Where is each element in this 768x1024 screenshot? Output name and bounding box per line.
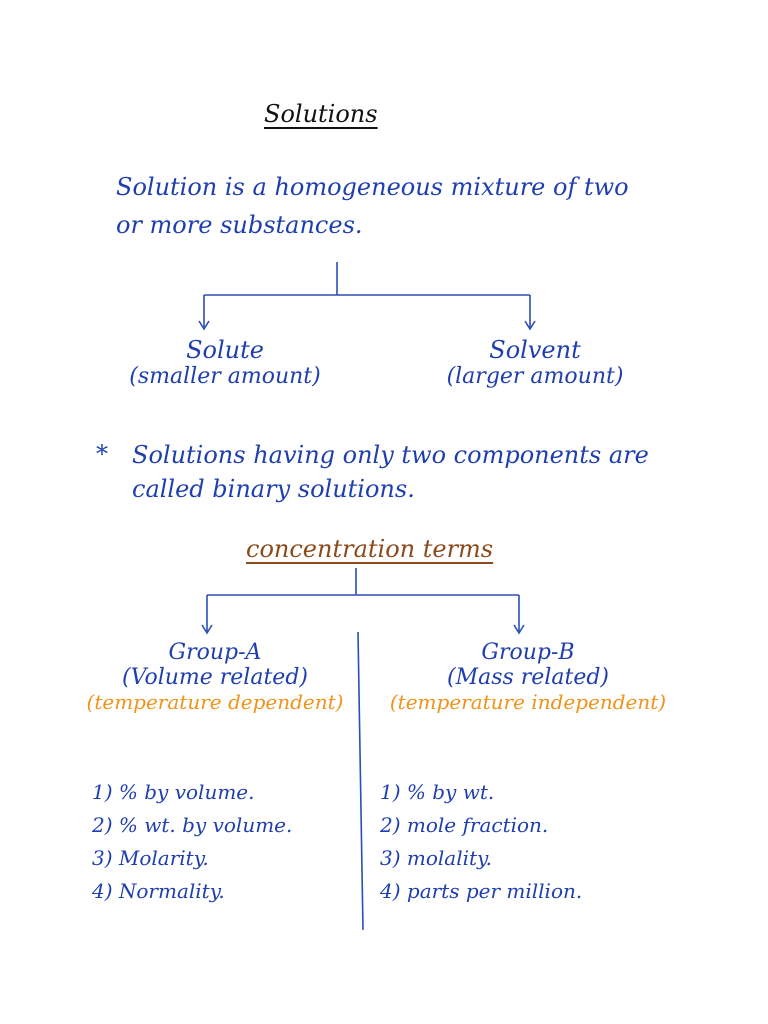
group-a-item: 1) % by volume. [92, 780, 255, 804]
group-b-temperature: (temperature independent) [389, 690, 667, 714]
group-b-item: 3) molality. [380, 846, 493, 870]
definition-line-1: Solution is a homogeneous mixture of two [116, 173, 629, 201]
definition-line-2: or more substances. [116, 211, 363, 239]
group-b-type: (Mass related) [446, 665, 609, 690]
group-divider [357, 631, 364, 931]
group-b-header: Group-B (Mass related) (temperature inde… [378, 640, 678, 714]
group-b-label: Group-B [481, 640, 575, 665]
group-a-type: (Volume related) [122, 665, 308, 690]
binary-note: Solutions having only two components are… [132, 438, 649, 506]
page-title: Solutions [264, 100, 378, 128]
group-a-temperature: (temperature dependent) [86, 690, 344, 714]
note-star: * [96, 440, 108, 468]
group-a-item: 2) % wt. by volume. [92, 813, 293, 837]
note-line-1: Solutions having only two components are [132, 441, 649, 469]
solvent-note: (larger amount) [446, 364, 624, 389]
group-b-item: 2) mole fraction. [380, 813, 549, 837]
solvent-label: Solvent [489, 336, 581, 364]
tree1-left-arrowhead [198, 320, 210, 331]
group-a-label: Group-A [168, 640, 262, 665]
tree1-right-arrowhead [524, 320, 536, 331]
group-a-list: 1) % by volume. 2) % wt. by volume. 3) M… [92, 776, 292, 908]
solute-note: (smaller amount) [129, 364, 321, 389]
group-a-header: Group-A (Volume related) (temperature de… [80, 640, 350, 714]
tree2-left-arrowhead [201, 624, 213, 635]
solute-block: Solute (smaller amount) [110, 336, 340, 389]
solvent-block: Solvent (larger amount) [420, 336, 650, 389]
group-a-item: 3) Molarity. [92, 846, 209, 870]
group-b-list: 1) % by wt. 2) mole fraction. 3) molalit… [380, 776, 582, 908]
tree2-right-arrowhead [513, 624, 525, 635]
group-b-item: 1) % by wt. [380, 780, 495, 804]
solute-label: Solute [186, 336, 264, 364]
group-b-item: 4) parts per million. [380, 879, 583, 903]
group-a-item: 4) Normality. [92, 879, 225, 903]
note-line-2: called binary solutions. [132, 475, 415, 503]
definition: Solution is a homogeneous mixture of two… [116, 168, 629, 244]
concentration-title: concentration terms [246, 535, 494, 563]
